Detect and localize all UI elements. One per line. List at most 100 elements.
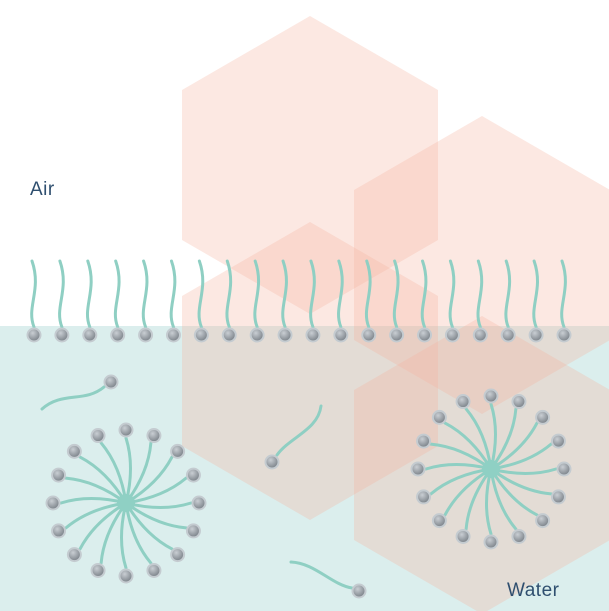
surfactant-tail: [253, 259, 261, 329]
micelle-head: [170, 443, 186, 459]
micelles: [45, 388, 572, 584]
air-label: Air: [30, 179, 55, 200]
surfactant-tail: [532, 259, 539, 329]
interface-surfactant: [444, 259, 460, 343]
interface-surfactant: [417, 259, 433, 343]
free-surfactant-head: [351, 583, 367, 599]
surfactant-head: [528, 327, 544, 343]
micelle-head: [185, 523, 201, 539]
micelle-head: [146, 562, 162, 578]
surfactant-head: [221, 327, 237, 343]
interface-surfactant: [138, 259, 154, 343]
interface-surfactant: [500, 259, 516, 343]
surfactant-tail: [420, 259, 428, 329]
surfactant-head: [333, 327, 349, 343]
surfactant-head: [26, 327, 42, 343]
micelle-head: [118, 568, 134, 584]
micelle-core: [482, 460, 500, 478]
surfactant-tail: [309, 259, 316, 329]
surfactant-head: [165, 327, 181, 343]
surfactant-tail: [392, 259, 400, 329]
interface-surfactant: [221, 259, 237, 343]
surfactant-head: [277, 327, 293, 343]
micelle-head: [511, 528, 527, 544]
surfactant-tail: [141, 259, 149, 329]
micelle-head: [191, 495, 207, 511]
interface-surfactant: [249, 259, 265, 343]
surfactant-head: [110, 327, 126, 343]
interface-surfactant: [389, 259, 405, 343]
micelle-head: [455, 394, 471, 410]
micelle-head: [170, 547, 186, 563]
free-surfactant-tail: [289, 560, 354, 590]
surfactant-tail: [504, 259, 512, 329]
micelle-head: [51, 523, 67, 539]
surfactant-tail: [85, 259, 93, 329]
micelle-head: [535, 513, 551, 529]
surfactant-tail: [448, 259, 456, 329]
surfactant-tail: [169, 259, 177, 329]
surfactant-tail: [337, 259, 344, 329]
interface-surfactant: [361, 259, 377, 343]
micelle-head: [51, 467, 67, 483]
micelle-head: [66, 547, 82, 563]
hexagon-top: [182, 16, 438, 314]
free-surfactant: [289, 560, 367, 599]
micelle-head: [550, 489, 566, 505]
surfactant-head: [305, 327, 321, 343]
interface-surfactant: [54, 259, 70, 343]
surfactant-tail: [197, 259, 205, 329]
micelle: [45, 422, 207, 584]
interface-surfactant: [26, 259, 42, 343]
micelle-head: [118, 422, 134, 438]
micelle-head: [431, 409, 447, 425]
surfactant-head: [193, 327, 209, 343]
surfactant-tail: [58, 259, 65, 329]
micelle-head: [45, 495, 61, 511]
free-surfactant-tail: [40, 385, 106, 411]
hexagon-middle: [182, 222, 438, 520]
surfactant-head: [417, 327, 433, 343]
micelle-head: [416, 433, 432, 449]
surfactant-tail: [364, 259, 372, 329]
free-surfactant: [264, 404, 323, 470]
free-surfactant-head: [103, 374, 119, 390]
surfactant-tail: [281, 259, 288, 329]
surfactant-head: [138, 327, 154, 343]
surfactant-head: [444, 327, 460, 343]
micelle-head: [66, 443, 82, 459]
free-surfactant-head: [264, 454, 280, 470]
micelle-head: [556, 461, 572, 477]
micelle-head: [511, 394, 527, 410]
micelle-head: [185, 467, 201, 483]
interface-surfactant: [333, 259, 349, 343]
interface-surfactant: [193, 259, 209, 343]
interface-surfactant: [110, 259, 126, 343]
surfactant-tail: [30, 259, 37, 329]
free-surfactant-tail: [275, 404, 323, 457]
interface-surfactant: [528, 259, 544, 343]
micelle-head: [416, 489, 432, 505]
surfactant-head: [54, 327, 70, 343]
micelle-core: [117, 494, 135, 512]
micelle-head: [483, 534, 499, 550]
interface-surfactant: [472, 259, 488, 343]
surfactant-tail: [560, 259, 567, 329]
micelle-head: [146, 428, 162, 444]
interface-surfactant: [277, 259, 293, 343]
water-label: Water: [507, 580, 560, 601]
free-surfactants: [40, 374, 367, 599]
surfactant-head: [472, 327, 488, 343]
micelle-head: [410, 461, 426, 477]
surfactant-tail: [225, 259, 233, 329]
surfactant-tail: [113, 259, 121, 329]
micelle-head: [90, 428, 106, 444]
micelle-head: [483, 388, 499, 404]
interface-monolayer: [26, 259, 572, 343]
micelle-head: [550, 433, 566, 449]
interface-surfactant: [556, 259, 572, 343]
surfactant-head: [249, 327, 265, 343]
surfactant-head: [82, 327, 98, 343]
micelle: [410, 388, 572, 550]
